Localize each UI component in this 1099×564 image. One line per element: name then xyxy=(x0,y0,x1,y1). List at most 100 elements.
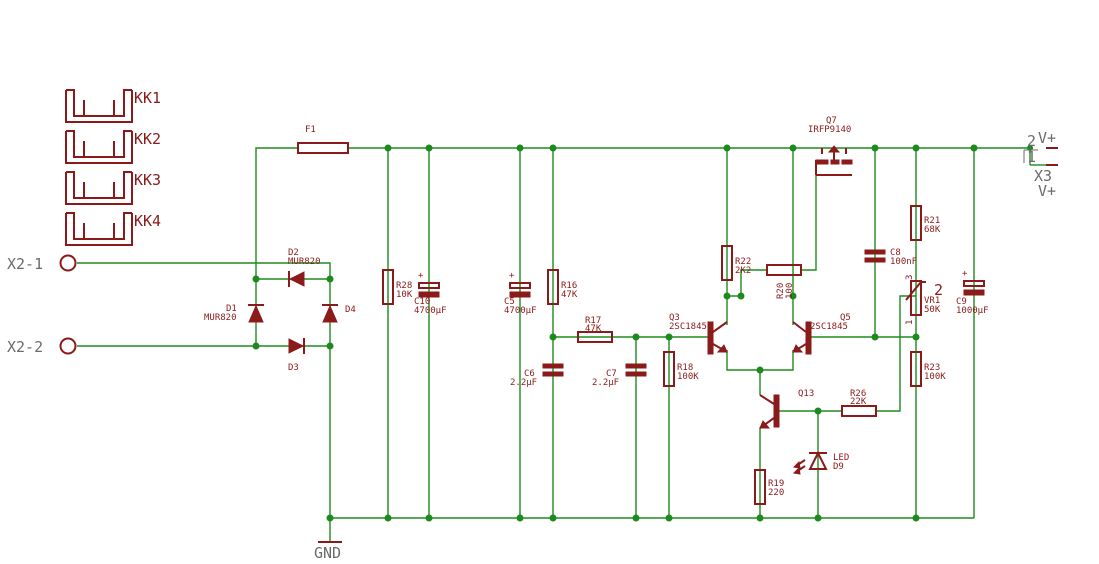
svg-text:220: 220 xyxy=(768,488,784,498)
svg-text:X2-2: X2-2 xyxy=(7,338,43,356)
capacitor-c10: + C10 4700µF xyxy=(414,271,447,316)
svg-text:2.2µF: 2.2µF xyxy=(510,378,537,388)
svg-text:KK3: KK3 xyxy=(134,171,161,189)
svg-text:1000µF: 1000µF xyxy=(956,306,989,316)
svg-text:2: 2 xyxy=(934,281,943,299)
resistor-r26: R26 22K xyxy=(841,389,877,417)
svg-text:Q13: Q13 xyxy=(798,389,814,399)
svg-text:F1: F1 xyxy=(305,125,316,135)
svg-text:D2: D2 xyxy=(288,248,299,258)
svg-text:R16: R16 xyxy=(561,281,577,291)
led-d9: LED D9 xyxy=(792,450,849,475)
svg-text:Q7: Q7 xyxy=(826,116,837,126)
svg-text:R19: R19 xyxy=(768,479,784,489)
heatsink-kk4: KK4 xyxy=(65,212,161,246)
svg-text:D3: D3 xyxy=(288,363,299,373)
svg-text:68K: 68K xyxy=(924,225,941,235)
resistor-r21: R21 68K xyxy=(910,205,941,241)
svg-text:100nF: 100nF xyxy=(890,257,917,267)
heatsink-kk2: KK2 xyxy=(65,130,161,164)
svg-text:X2-1: X2-1 xyxy=(7,255,43,273)
svg-text:100K: 100K xyxy=(677,372,699,382)
diode-d3: D3 xyxy=(288,338,305,373)
resistor-r20: R20 100 xyxy=(766,264,802,299)
resistor-r22: R22 2K2 xyxy=(721,245,751,281)
capacitor-c5: + C5 4700µF xyxy=(504,271,537,316)
svg-text:MUR820: MUR820 xyxy=(204,313,237,323)
svg-text:D1: D1 xyxy=(226,304,237,314)
diode-d2: D2 MUR820 xyxy=(288,248,321,287)
svg-text:3: 3 xyxy=(905,275,915,280)
svg-text:C5: C5 xyxy=(504,297,515,307)
svg-text:2.2µF: 2.2µF xyxy=(592,378,619,388)
svg-text:R22: R22 xyxy=(735,257,751,267)
svg-text:+: + xyxy=(962,269,968,279)
svg-text:R17: R17 xyxy=(585,316,601,326)
svg-text:KK1: KK1 xyxy=(134,89,161,107)
svg-text:C10: C10 xyxy=(414,297,430,307)
svg-text:Q5: Q5 xyxy=(840,313,851,323)
svg-text:1: 1 xyxy=(1027,148,1036,166)
capacitor-c9: + C9 1000µF xyxy=(956,269,989,316)
svg-text:4700µF: 4700µF xyxy=(414,306,447,316)
svg-text:2SC1845: 2SC1845 xyxy=(810,322,848,332)
svg-text:MUR820: MUR820 xyxy=(288,257,321,267)
mosfet-q7: Q7 IRFP9140 xyxy=(808,116,853,176)
svg-text:100K: 100K xyxy=(924,372,946,382)
svg-text:47K: 47K xyxy=(561,290,578,300)
svg-text:R21: R21 xyxy=(924,216,940,226)
svg-text:D4: D4 xyxy=(345,305,356,315)
svg-text:KK2: KK2 xyxy=(134,130,161,148)
svg-text:R28: R28 xyxy=(396,281,412,291)
heatsink-kk3: KK3 xyxy=(65,171,161,205)
svg-text:10K: 10K xyxy=(396,290,413,300)
svg-text:R23: R23 xyxy=(924,363,940,373)
svg-text:22K: 22K xyxy=(850,397,867,407)
diode-d1: D1 MUR820 xyxy=(204,304,264,323)
svg-text:2K2: 2K2 xyxy=(735,266,751,276)
svg-text:Q3: Q3 xyxy=(669,313,680,323)
svg-text:R18: R18 xyxy=(677,363,693,373)
svg-text:+: + xyxy=(509,271,515,281)
port-x2-1: X2-1 xyxy=(7,254,77,273)
svg-text:4700µF: 4700µF xyxy=(504,306,537,316)
svg-text:IRFP9140: IRFP9140 xyxy=(808,125,851,135)
capacitor-c7: C7 2.2µF xyxy=(592,363,647,388)
transistor-q5: Q5 2SC1845 xyxy=(792,313,851,355)
connector-x3: 2 1 V+ X3 V+ xyxy=(1023,129,1058,200)
svg-text:VR1: VR1 xyxy=(924,296,940,306)
svg-text:C7: C7 xyxy=(606,369,617,379)
gnd-symbol: GND xyxy=(314,541,342,562)
resistor-r18: R18 100K xyxy=(663,351,699,387)
svg-text:D9: D9 xyxy=(833,462,844,472)
svg-text:C8: C8 xyxy=(890,248,901,258)
svg-text:V+: V+ xyxy=(1038,129,1056,147)
potentiometer-vr1: VR1 50K 2 3 1 xyxy=(905,275,943,325)
svg-text:2SC1845: 2SC1845 xyxy=(669,322,707,332)
heatsink-kk1: KK1 xyxy=(65,89,161,123)
capacitor-c8: C8 100nF xyxy=(864,248,917,267)
svg-text:R20: R20 xyxy=(776,283,786,299)
resistor-r17: R17 47K xyxy=(577,316,613,343)
svg-text:KK4: KK4 xyxy=(134,212,161,230)
svg-text:47K: 47K xyxy=(585,324,602,334)
svg-text:2: 2 xyxy=(1027,132,1036,150)
svg-text:GND: GND xyxy=(314,544,341,562)
svg-text:+: + xyxy=(418,271,424,281)
diode-d4: D4 xyxy=(322,304,356,323)
port-x2-2: X2-2 xyxy=(7,337,77,356)
fuse-f1: F1 xyxy=(297,125,349,154)
svg-text:C9: C9 xyxy=(956,297,967,307)
transistor-q3: Q3 2SC1845 xyxy=(669,313,728,355)
svg-text:1: 1 xyxy=(905,320,915,325)
svg-text:100: 100 xyxy=(785,283,795,299)
resistor-r19: R19 220 xyxy=(754,469,784,505)
resistor-r16: R16 47K xyxy=(547,269,578,305)
wires xyxy=(77,147,1046,542)
capacitor-c6: C6 2.2µF xyxy=(510,363,564,388)
resistor-r28: R28 10K xyxy=(382,269,413,305)
svg-text:X3: X3 xyxy=(1034,167,1052,185)
svg-text:V+: V+ xyxy=(1038,182,1056,200)
transistor-q13: Q13 xyxy=(759,389,814,429)
